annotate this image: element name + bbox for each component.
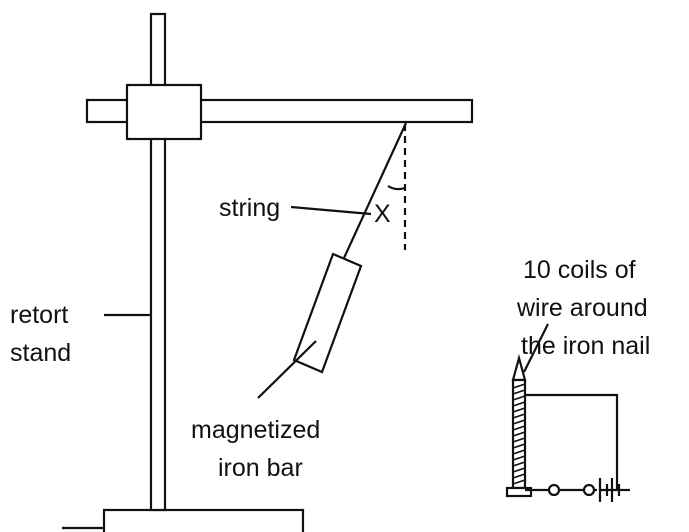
- coils-pointer: [523, 323, 549, 373]
- retort-label-line1: retort: [10, 301, 68, 329]
- coil-turn: [512, 449, 526, 455]
- coil-turn: [512, 437, 526, 443]
- coil-turn: [512, 383, 526, 389]
- coil-turn: [512, 425, 526, 431]
- coil-turn: [512, 413, 526, 419]
- coils-label-line1: 10 coils of: [523, 256, 636, 284]
- string: [343, 122, 407, 259]
- angle-x-label: X: [374, 200, 391, 228]
- coils-label-line2: wire around: [516, 294, 648, 322]
- string-label: string: [219, 194, 280, 222]
- coil-turn: [512, 395, 526, 401]
- battery: [598, 478, 630, 502]
- coil-turn: [512, 419, 526, 425]
- coils-label-line3: the iron nail: [521, 332, 650, 360]
- coil-turn: [512, 389, 526, 395]
- coil-turn: [512, 407, 526, 413]
- coil-turn: [512, 401, 526, 407]
- iron-bar-pointer: [257, 340, 317, 399]
- coil-turn: [512, 461, 526, 467]
- magnetized-iron-bar: [292, 252, 363, 374]
- angle-arc: [387, 185, 406, 191]
- retort-label-line2: stand: [10, 339, 71, 367]
- string-pointer: [290, 205, 372, 216]
- clamp-boss: [125, 83, 203, 141]
- iron-bar-label-line1: magnetized: [191, 416, 320, 444]
- coil-turn: [512, 455, 526, 461]
- stand-base: [102, 508, 305, 532]
- iron-bar-label-line2: iron bar: [218, 454, 303, 482]
- coil-turn: [512, 467, 526, 473]
- coil-turn: [512, 479, 526, 485]
- wire-coils: [512, 383, 526, 485]
- circuit: [525, 393, 619, 492]
- coil-turn: [512, 431, 526, 437]
- coil-turn: [512, 473, 526, 479]
- coil-turn: [512, 443, 526, 449]
- switch: [547, 483, 596, 497]
